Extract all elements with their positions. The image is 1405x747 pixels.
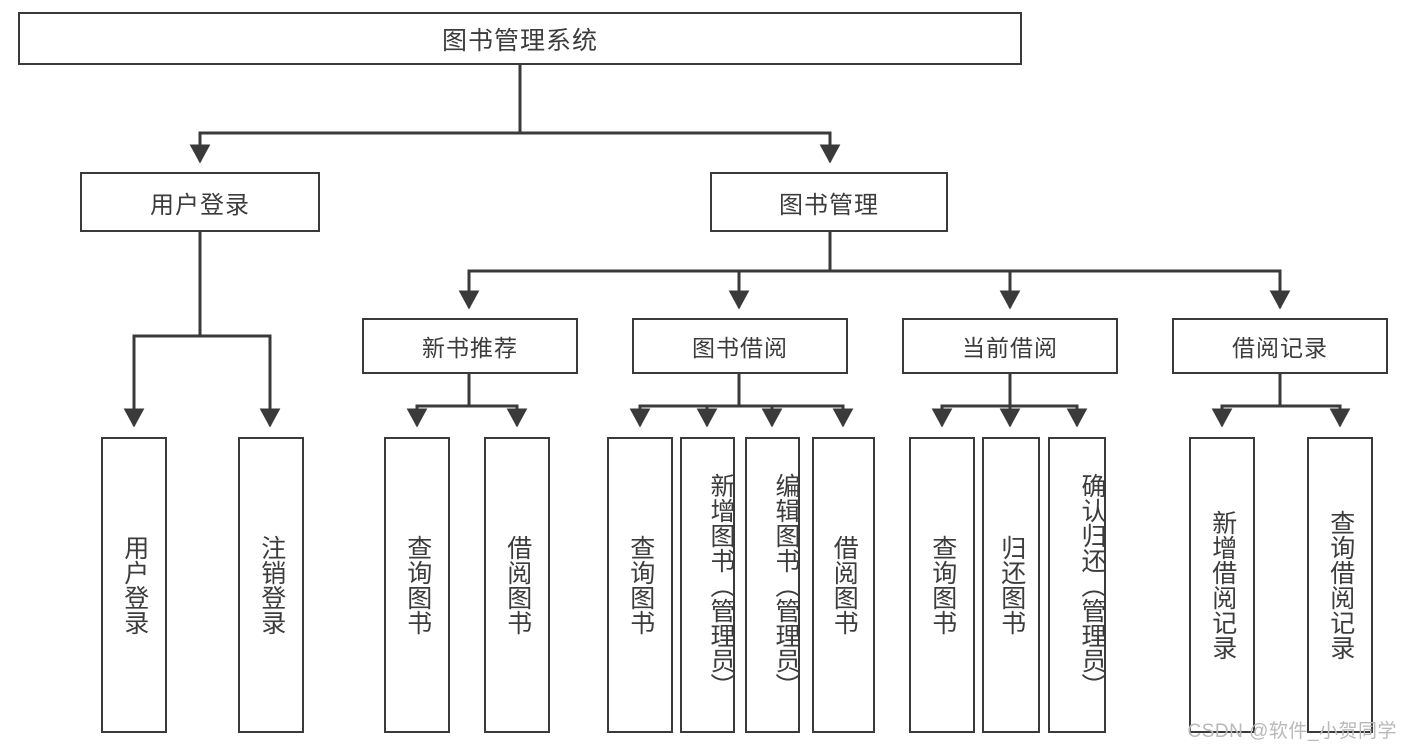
node-leaf-user-login[interactable]: 用户登录 xyxy=(101,437,167,733)
node-current-borrow[interactable]: 当前借阅 xyxy=(902,318,1118,374)
node-leaf-borrow-book-2[interactable]: 借阅图书 xyxy=(812,437,875,733)
node-new-book-recommend-label: 新书推荐 xyxy=(422,335,518,361)
node-book-borrow[interactable]: 图书借阅 xyxy=(632,318,848,374)
csdn-watermark: CSDN @软件_小贺同学 xyxy=(1187,721,1397,742)
node-leaf-edit-book-label: 编辑图书（管理员） xyxy=(772,472,800,698)
node-leaf-edit-book[interactable]: 编辑图书（管理员） xyxy=(745,437,800,733)
node-leaf-borrow-book-1-label: 借阅图书 xyxy=(503,535,532,635)
node-leaf-borrow-book-1[interactable]: 借阅图书 xyxy=(484,437,550,733)
node-book-management-label: 图书管理 xyxy=(779,191,879,219)
node-leaf-query-record[interactable]: 查询借阅记录 xyxy=(1307,437,1373,733)
node-new-book-recommend[interactable]: 新书推荐 xyxy=(362,318,578,374)
node-book-management[interactable]: 图书管理 xyxy=(710,172,948,232)
node-root-label: 图书管理系统 xyxy=(441,26,598,55)
node-leaf-add-record[interactable]: 新增借阅记录 xyxy=(1189,437,1255,733)
node-leaf-return-book[interactable]: 归还图书 xyxy=(982,437,1040,733)
node-leaf-query-book-2[interactable]: 查询图书 xyxy=(607,437,673,733)
node-leaf-user-logout-label: 注销登录 xyxy=(257,535,286,635)
node-current-borrow-label: 当前借阅 xyxy=(962,335,1058,361)
node-leaf-confirm-return[interactable]: 确认归还（管理员） xyxy=(1048,437,1106,733)
node-leaf-user-logout[interactable]: 注销登录 xyxy=(238,437,304,733)
node-leaf-confirm-return-label: 确认归还（管理员） xyxy=(1078,472,1106,698)
node-leaf-query-book-3[interactable]: 查询图书 xyxy=(909,437,975,733)
node-user-login[interactable]: 用户登录 xyxy=(80,172,320,232)
node-leaf-query-book-3-label: 查询图书 xyxy=(928,535,957,635)
node-leaf-user-login-label: 用户登录 xyxy=(120,535,149,635)
node-leaf-borrow-book-2-label: 借阅图书 xyxy=(830,535,859,635)
node-root[interactable]: 图书管理系统 xyxy=(18,12,1022,65)
node-leaf-query-book-1[interactable]: 查询图书 xyxy=(384,437,450,733)
node-user-login-label: 用户登录 xyxy=(150,191,250,219)
node-leaf-query-record-label: 查询借阅记录 xyxy=(1326,510,1355,660)
node-leaf-query-book-1-label: 查询图书 xyxy=(403,535,432,635)
node-leaf-add-book[interactable]: 新增图书（管理员） xyxy=(680,437,735,733)
node-leaf-add-book-label: 新增图书（管理员） xyxy=(707,472,735,698)
node-leaf-query-book-2-label: 查询图书 xyxy=(626,535,655,635)
node-leaf-add-record-label: 新增借阅记录 xyxy=(1208,510,1237,660)
node-borrow-record[interactable]: 借阅记录 xyxy=(1172,318,1388,374)
node-borrow-record-label: 借阅记录 xyxy=(1232,335,1328,361)
node-leaf-return-book-label: 归还图书 xyxy=(997,535,1026,635)
node-book-borrow-label: 图书借阅 xyxy=(692,335,788,361)
